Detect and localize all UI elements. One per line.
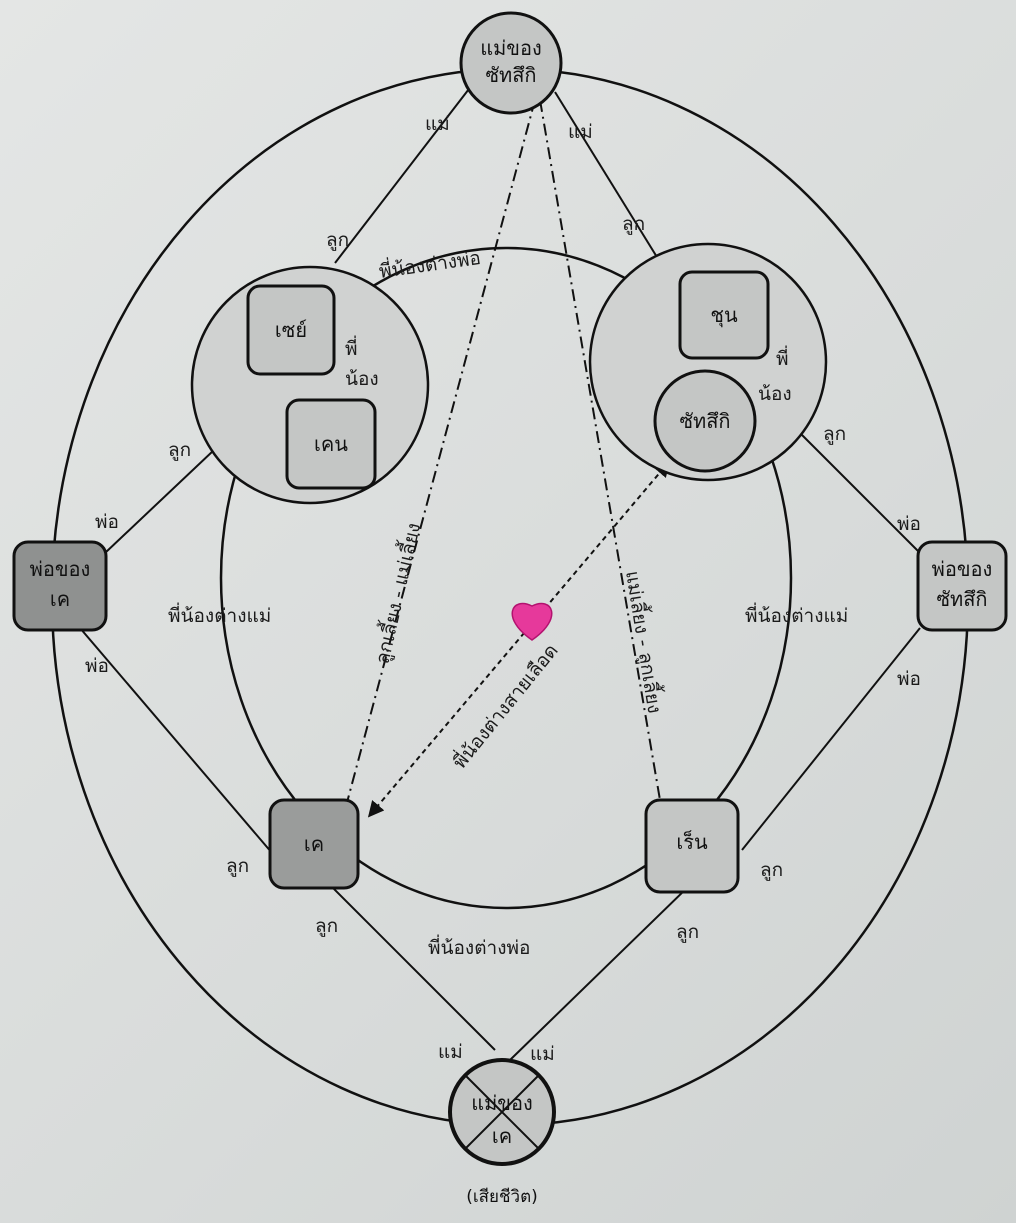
father-satsuki-line1: พ่อของ — [932, 557, 993, 581]
label-father-1: พ่อ — [95, 511, 119, 533]
mother-ke-line2: เค — [492, 1124, 512, 1148]
label-mother-3: แม่ — [438, 1041, 463, 1063]
label-child-2: ลูก — [622, 213, 645, 235]
label-child-3: ลูก — [168, 439, 191, 461]
line-ren-to-motherke — [509, 884, 691, 1061]
line-mother-to-shun — [554, 91, 661, 263]
ken-label: เคน — [314, 432, 348, 456]
shun-node — [678, 270, 770, 360]
zei-node — [246, 284, 336, 376]
heart-icon — [511, 602, 553, 641]
label-mother-2: แม่ — [568, 121, 593, 143]
shun-label: ชุน — [710, 303, 738, 328]
label-younger-1: น้อง — [345, 368, 379, 390]
inner-ellipse — [219, 246, 793, 910]
label-older-1: พี่ — [345, 335, 358, 360]
label-child-1: ลูก — [326, 229, 349, 251]
label-child-4: ลูก — [823, 423, 846, 445]
line-fathersatsuki-to-ren — [741, 627, 921, 851]
father-satsuki-node — [916, 540, 1008, 632]
label-father-3: พ่อ — [85, 655, 109, 677]
label-half-sibling-mother-right: พี่น้องต่างแม่ — [745, 602, 848, 627]
outer-ellipse — [50, 67, 970, 1127]
label-half-sibling-father-top: พี่น้องต่างพ่อ — [377, 244, 482, 283]
ke-label: เค — [304, 832, 324, 856]
ren-node — [644, 798, 740, 894]
mother-satsuki-line1: แม่ของ — [480, 36, 542, 60]
label-child-6: ลูก — [760, 859, 783, 881]
father-satsuki-line2: ซัทสึกิ — [936, 587, 987, 611]
mother-ke-line1: แม่ของ — [471, 1091, 533, 1115]
label-half-sibling-mother-left: พี่น้องต่างแม่ — [168, 602, 271, 627]
label-mother-4: แม่ — [530, 1043, 555, 1065]
label-older-2: พี่ — [776, 345, 789, 370]
ke-node — [268, 798, 360, 890]
label-child-5: ลูก — [226, 855, 249, 877]
line-step-mother-ke — [344, 99, 536, 811]
ken-node — [285, 398, 377, 490]
label-younger-2: น้อง — [758, 383, 792, 405]
line-blood-siblings-arrow — [367, 460, 671, 818]
satsuki-node — [653, 369, 757, 473]
label-father-4: พ่อ — [897, 668, 921, 690]
father-ke-node — [12, 540, 108, 632]
father-ke-line1: พ่อของ — [30, 557, 91, 581]
label-step-child-parent: ลูกเลี้ยง - แม่เลี้ยง — [369, 520, 426, 666]
father-ke-line2: เค — [50, 587, 70, 611]
mother-ke-note: (เสียชีวิต) — [466, 1187, 538, 1207]
label-half-sibling-father-bottom: พี่น้องต่างพ่อ — [428, 934, 530, 959]
label-child-8: ลูก — [676, 921, 699, 943]
mother-satsuki-node — [459, 11, 563, 115]
label-child-7: ลูก — [315, 915, 338, 937]
line-fatherke-to-ke — [79, 627, 279, 861]
satsuki-label: ซัทสึกิ — [679, 409, 730, 433]
label-father-2: พ่อ — [897, 513, 921, 535]
line-ke-to-motherke — [324, 879, 496, 1051]
line-fathersatsuki-to-shun — [799, 432, 921, 554]
label-mother-1: แม่ — [425, 113, 450, 135]
mother-satsuki-line2: ซัทสึกิ — [485, 63, 536, 87]
ren-label: เร็น — [676, 829, 708, 854]
line-fatherke-to-zeiken — [104, 432, 233, 554]
label-step-parent-child: แม่เลี้ยง - ลูกเลี้ยง — [621, 569, 668, 715]
deceased-cross-b — [464, 1074, 540, 1150]
line-mother-to-zeiken — [334, 84, 473, 264]
zei-label: เซย์ — [275, 318, 307, 342]
